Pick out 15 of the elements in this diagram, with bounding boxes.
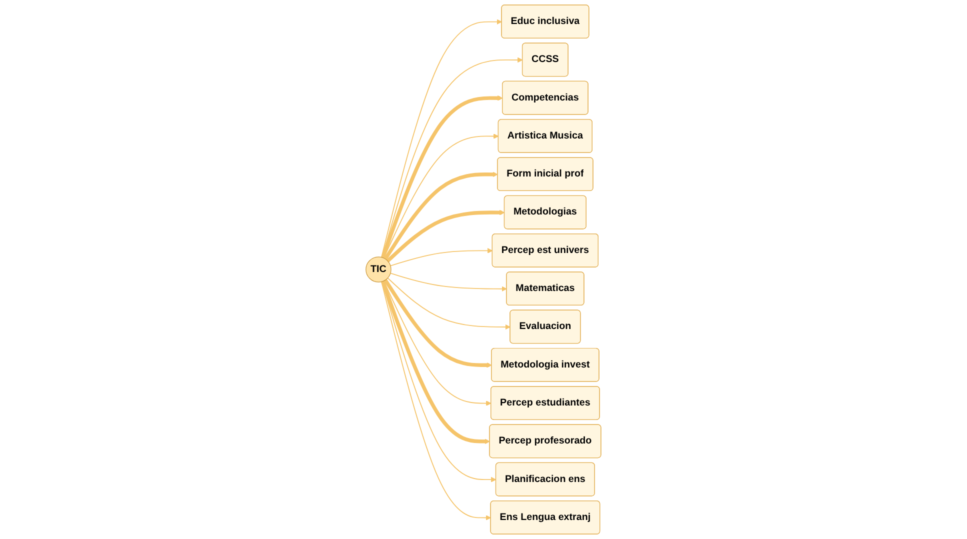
arrow: [390, 272, 508, 292]
arrow: [381, 95, 503, 258]
arrow: [383, 280, 492, 406]
arrow: [381, 280, 490, 444]
arrow: [390, 248, 493, 266]
arrow: [381, 19, 502, 258]
arrow: [383, 134, 499, 259]
arrow: [384, 172, 498, 260]
node-circle: TIC: [366, 256, 392, 282]
arrow: [384, 279, 492, 368]
arrow: [382, 281, 496, 482]
arrow: [381, 281, 492, 520]
arrow: [386, 210, 505, 262]
arrow: [382, 57, 523, 258]
arrow: [387, 278, 511, 330]
